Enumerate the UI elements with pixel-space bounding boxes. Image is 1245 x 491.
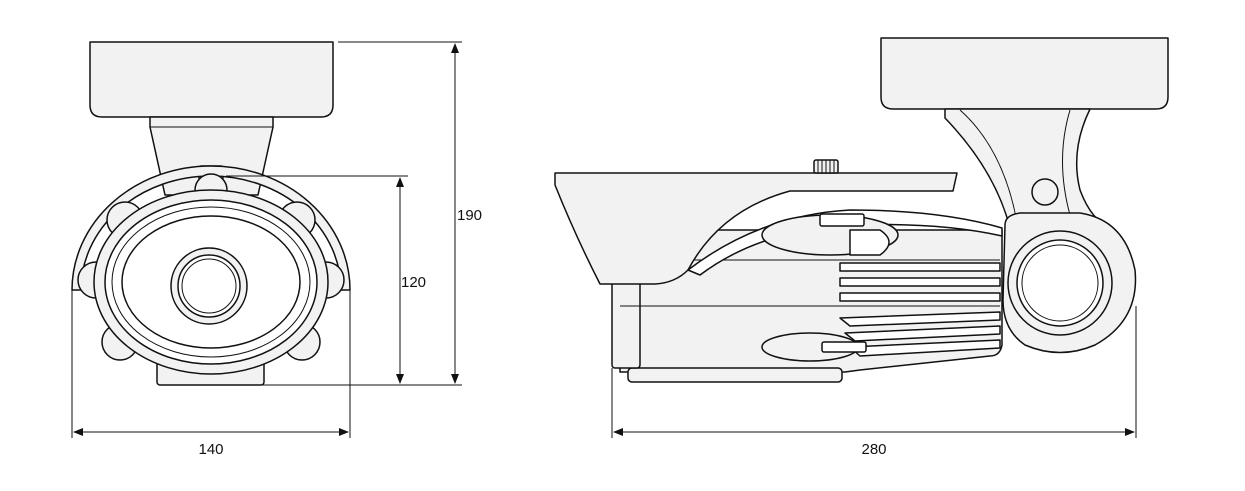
- side-upper-led: [761, 213, 899, 256]
- side-adjust-knob: [813, 159, 839, 174]
- side-sun-shield: [554, 172, 958, 285]
- dimension-lines: 140 120 190 280: [71, 41, 1137, 458]
- dim-label-side-length: 280: [861, 441, 886, 458]
- side-lower-led: [761, 332, 867, 362]
- side-mount-base: [880, 37, 1169, 110]
- front-mount-base: [89, 41, 334, 118]
- side-view: [554, 37, 1169, 383]
- side-bottom-pad: [627, 367, 843, 383]
- dim-label-front-total-height: 190: [457, 207, 482, 224]
- side-cooling-fins: [839, 262, 1001, 357]
- front-lens: [170, 247, 248, 325]
- side-swivel-joint: [1002, 212, 1137, 354]
- side-bracket-arm: [944, 108, 1113, 229]
- dim-label-front-inner-height: 120: [401, 274, 426, 291]
- dim-label-front-width: 140: [198, 441, 223, 458]
- front-view: [71, 41, 351, 386]
- front-body: [77, 173, 345, 375]
- side-bracket-bolt: [1031, 178, 1059, 206]
